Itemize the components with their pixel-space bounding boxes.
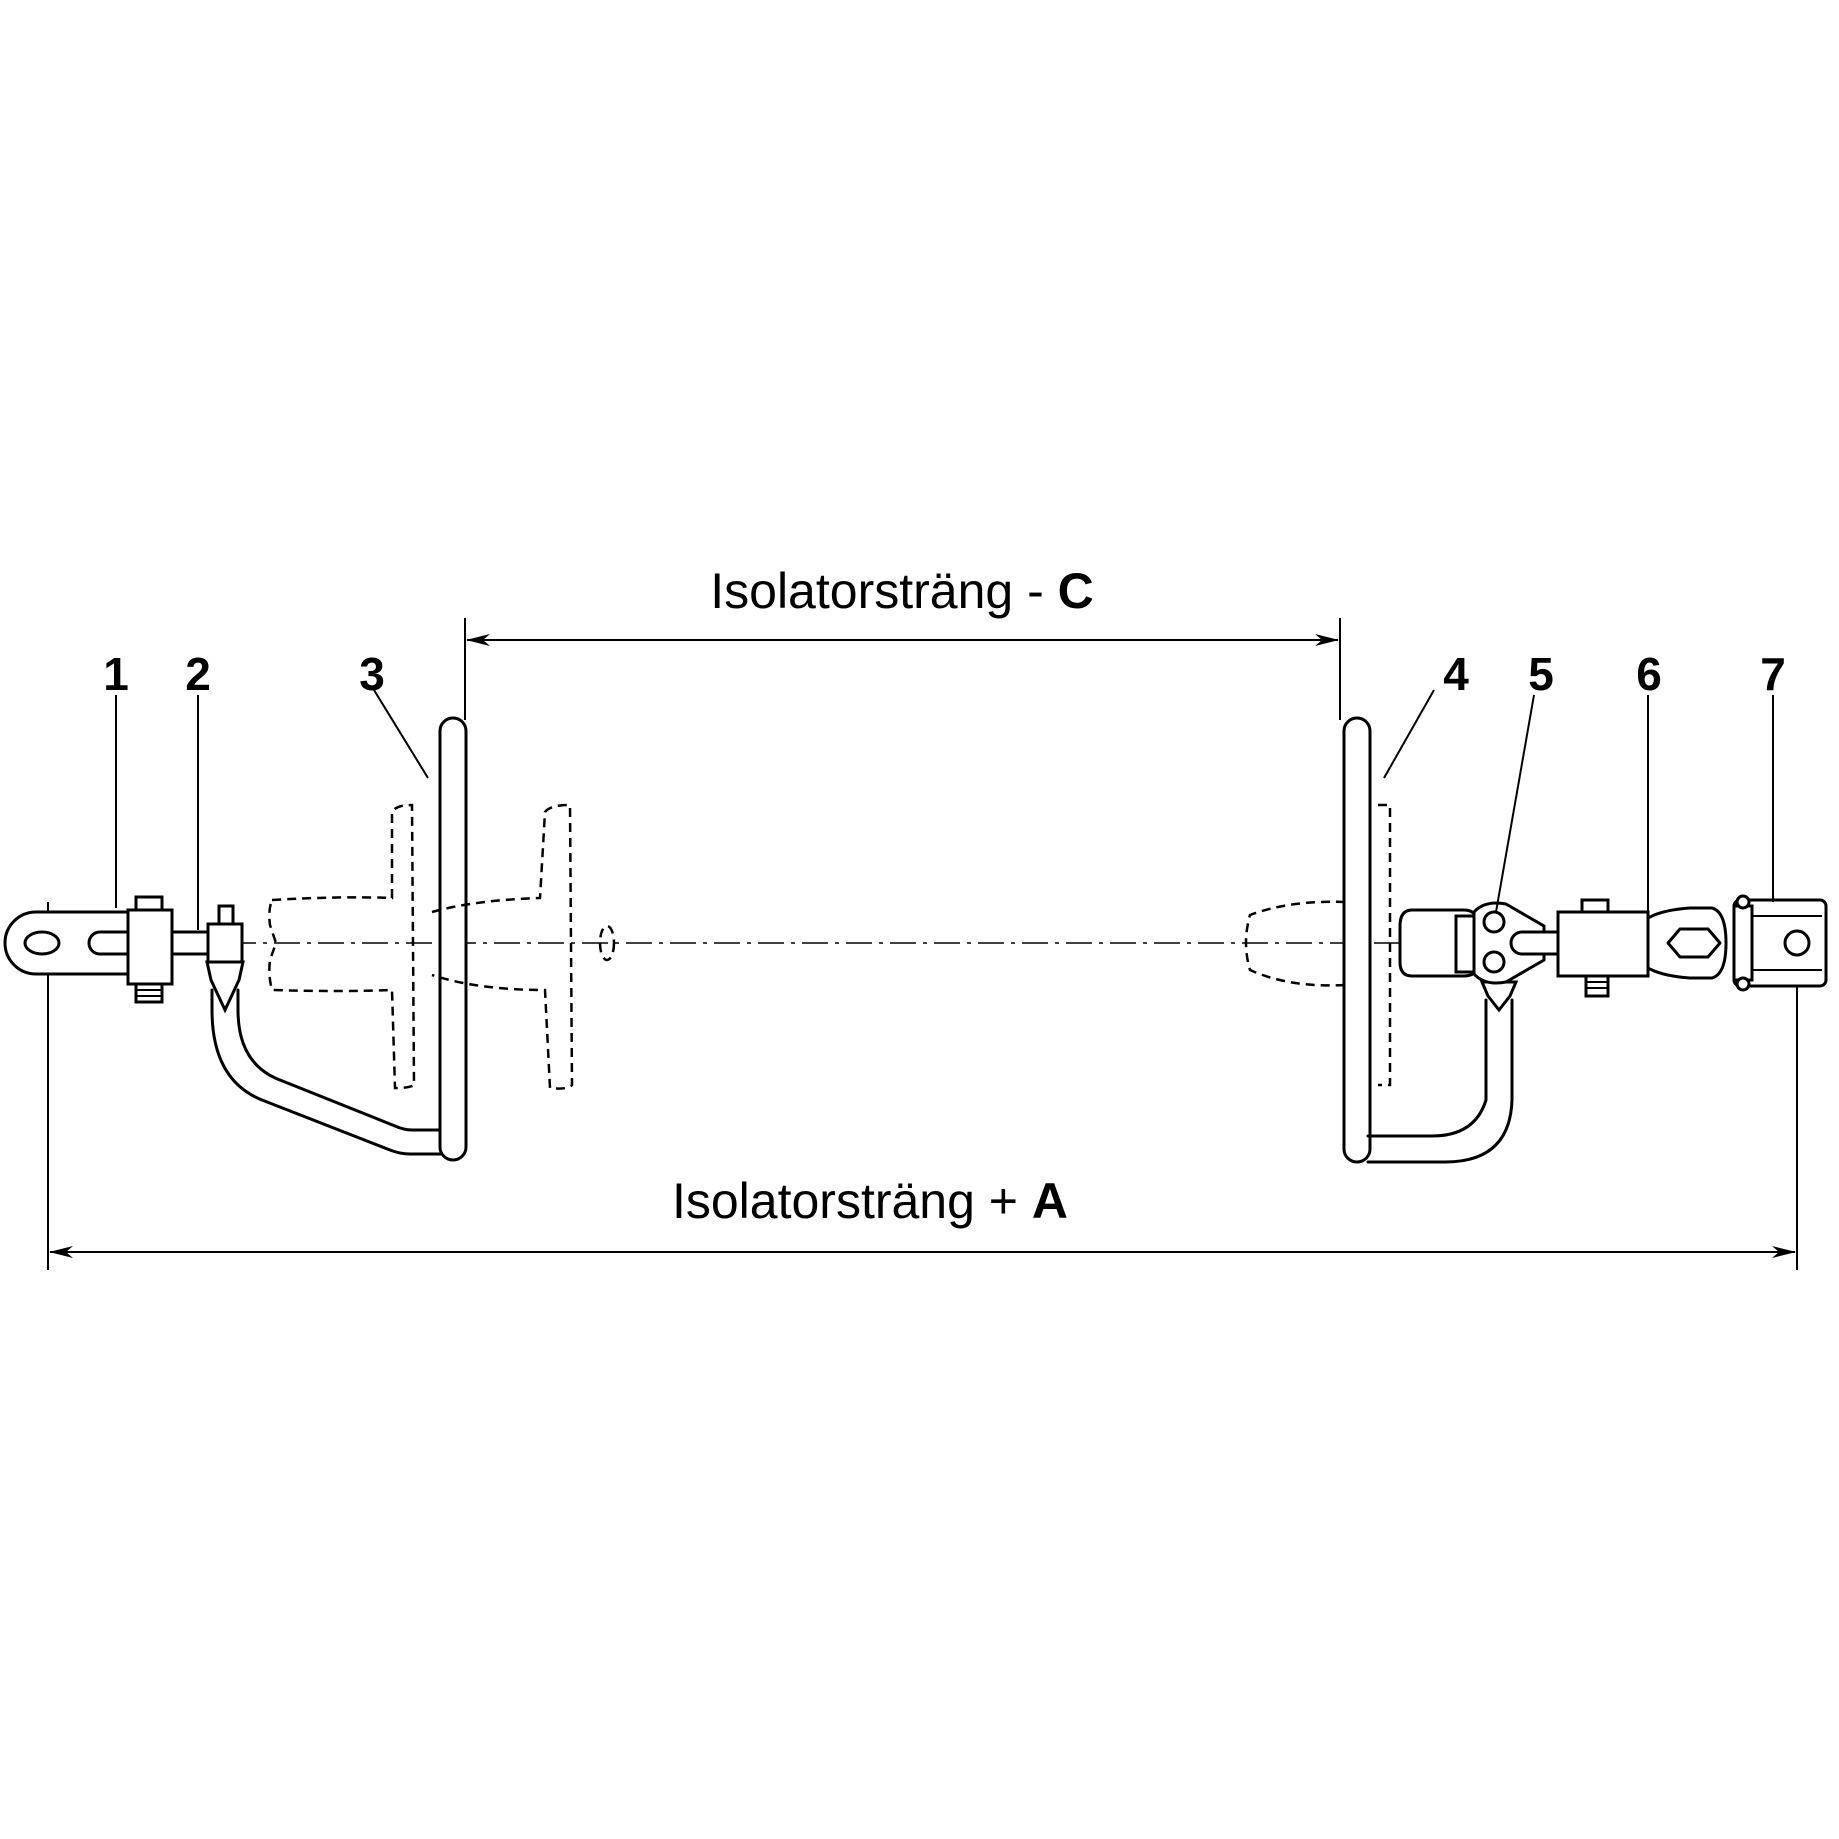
leader-3 [373,689,429,779]
callout-3: 3 [359,648,385,700]
callout-1: 1 [103,648,129,700]
clevis-right [1556,898,1728,998]
insulator-disc-2 [431,803,616,1090]
dimension-label-c: Isolatorsträng - C [710,563,1093,619]
dimension-label-a: Isolatorsträng + A [672,1173,1068,1229]
callout-7: 7 [1760,648,1786,700]
eye-link-right [1732,894,1828,992]
socket-clevis-right [1398,908,1480,978]
callout-4: 4 [1443,648,1469,700]
arcing-horn-left [205,716,468,1162]
leader-5 [1495,694,1535,913]
callout-5: 5 [1528,648,1554,700]
clevis-eye-left [3,895,236,1004]
insulator-disc-1 [268,803,416,1090]
callout-6: 6 [1636,648,1662,700]
callout-2: 2 [185,648,211,700]
insulator-disc-end [1244,803,1392,1087]
arcing-horn-right [1342,716,1519,1164]
leader-4 [1383,689,1435,779]
